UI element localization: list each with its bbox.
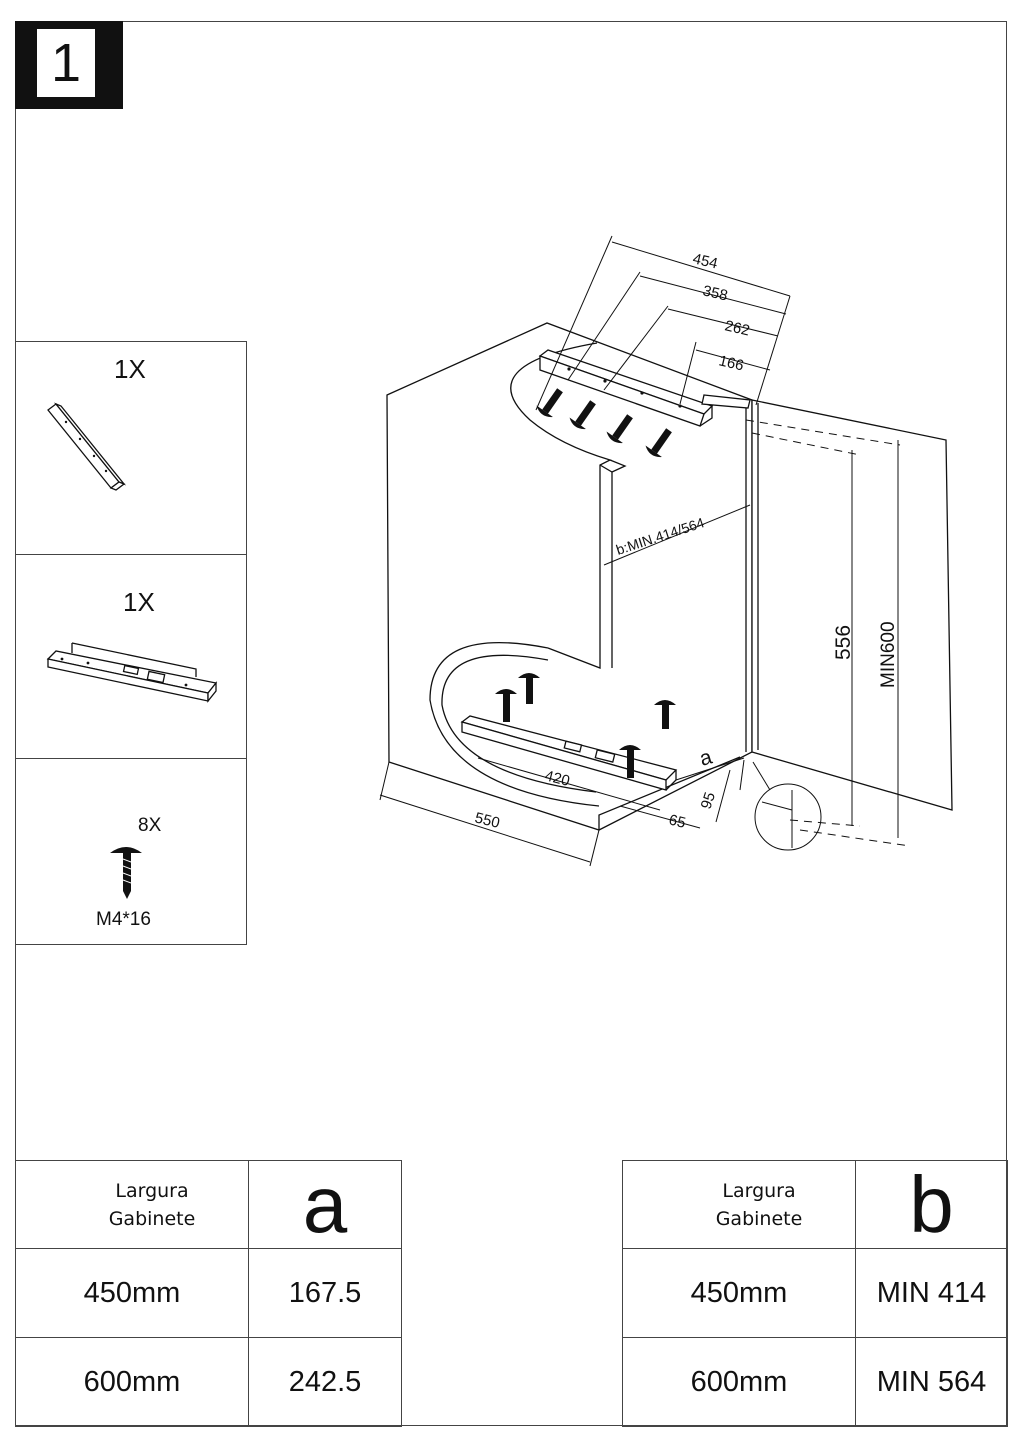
- table-b-width: 450mm: [622, 1248, 856, 1338]
- table-a-header-label: Largura Gabinete: [15, 1160, 249, 1249]
- dim-95: 95: [698, 790, 719, 811]
- drawer-slide-bracket-icon: [46, 642, 218, 703]
- table-b: Largura Gabinete b 450mm MIN 414 600mm M…: [622, 1160, 1008, 1427]
- header-label-line: Gabinete: [715, 1207, 803, 1230]
- dim-358: 358: [701, 282, 729, 304]
- bottom-cutout: [429, 641, 600, 807]
- dim-420: 420: [543, 767, 571, 790]
- dim-556: 556: [832, 625, 855, 660]
- part-qty: 8X: [138, 815, 162, 836]
- dim-262: 262: [723, 317, 751, 339]
- table-b-value: MIN 564: [855, 1337, 1008, 1427]
- cabinet-installation-drawing: 454 358 262 166 b:MIN.414/564 556 MIN600…: [379, 235, 953, 867]
- part-qty: 1X: [114, 354, 146, 384]
- rail-bar-icon: [47, 402, 127, 491]
- table-b-header-label: Largura Gabinete: [622, 1160, 856, 1249]
- header-label-line: Gabinete: [108, 1207, 196, 1230]
- table-a-width: 600mm: [15, 1337, 249, 1427]
- detail-callout-circle: [754, 783, 822, 851]
- step-badge: 1: [15, 21, 123, 109]
- table-a-symbol: a: [248, 1160, 402, 1249]
- parts-list: 1X 1X 8X: [15, 341, 247, 945]
- step-number: 1: [37, 29, 95, 97]
- header-label-line: Largura: [115, 1179, 189, 1202]
- part-item-slide-bracket: 1X: [16, 555, 246, 759]
- top-cutout: [510, 342, 612, 669]
- header-label-line: Largura: [722, 1179, 796, 1202]
- table-b-symbol: b: [855, 1160, 1008, 1249]
- top-screws: [536, 388, 672, 458]
- table-a-width: 450mm: [15, 1248, 249, 1338]
- screw-icon: [110, 847, 142, 899]
- dim-min600: MIN600: [878, 621, 899, 688]
- dim-166: 166: [717, 352, 745, 374]
- bottom-screws: [495, 673, 676, 778]
- dim-454: 454: [691, 250, 719, 272]
- part-qty: 1X: [123, 587, 155, 617]
- table-b-value: MIN 414: [855, 1248, 1008, 1338]
- table-a-value: 167.5: [248, 1248, 402, 1338]
- dim-550: 550: [473, 809, 501, 832]
- dim-65: 65: [667, 811, 687, 832]
- table-b-width: 600mm: [622, 1337, 856, 1427]
- screw-spec: M4*16: [96, 909, 151, 930]
- table-a-value: 242.5: [248, 1337, 402, 1427]
- table-a: Largura Gabinete a 450mm 167.5 600mm 242…: [15, 1160, 402, 1427]
- part-item-screw: 8X M4*16: [16, 759, 246, 946]
- part-item-rail: 1X: [16, 342, 246, 555]
